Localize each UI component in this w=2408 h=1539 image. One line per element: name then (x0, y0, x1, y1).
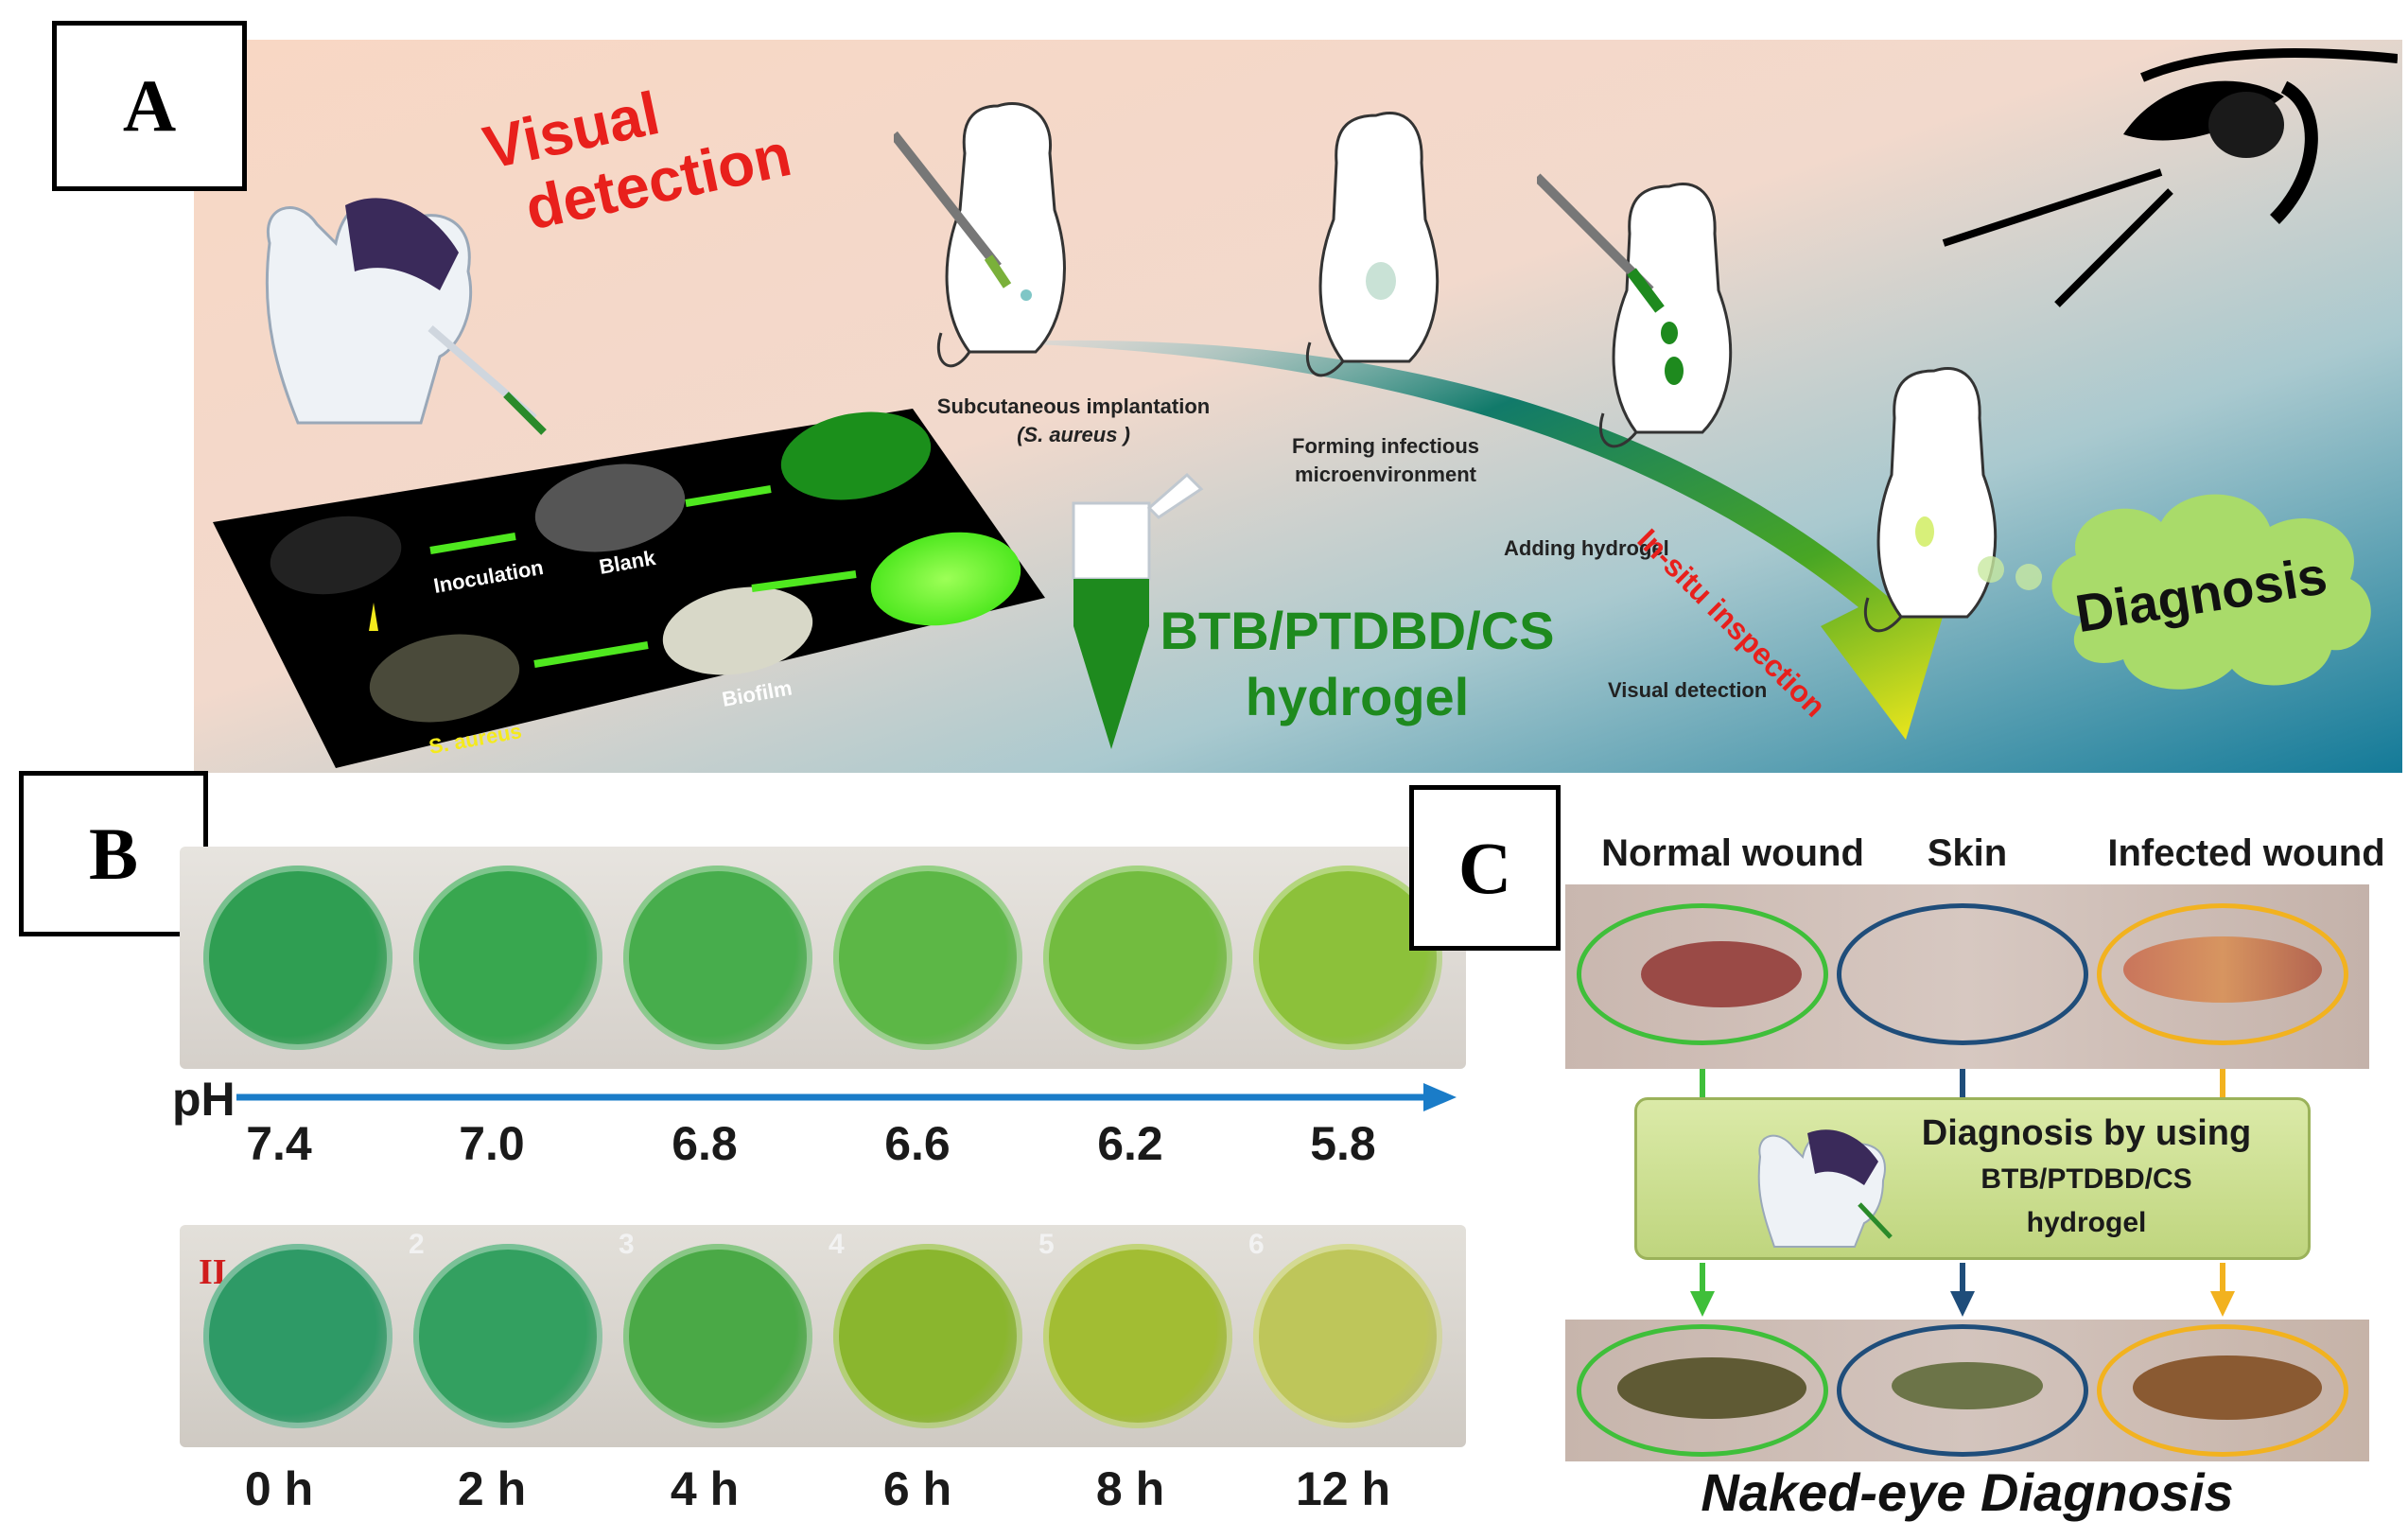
tick-label: 12 h (1295, 1462, 1391, 1515)
step-forming-line-1: Forming infectious (1292, 434, 1479, 458)
step-subcutaneous-label: Subcutaneous implantation (S. aureus ) (913, 394, 1234, 447)
wound-ring (1837, 1324, 2088, 1457)
dark-dish (270, 516, 402, 595)
mouse-infection (1305, 112, 1440, 377)
naked-eye-title: Naked-eye Diagnosis (1701, 1462, 2234, 1522)
skin-photo-bottom (1565, 1320, 2369, 1461)
well (833, 1244, 1022, 1428)
wound-ring (2097, 903, 2348, 1045)
tick-label: 7.4 (246, 1117, 312, 1170)
ph-axis-label: pH (172, 1073, 236, 1126)
well-number: 5 (1038, 1229, 1055, 1260)
well (1043, 866, 1232, 1050)
flow-arrows (1690, 1069, 2235, 1317)
pipette-hand-icon (1757, 1129, 1893, 1248)
ph-axis-arrow (236, 1083, 1457, 1111)
diagnosis-box-line-1: Diagnosis by using (1921, 1113, 2252, 1153)
tick-label: 8 h (1095, 1462, 1165, 1515)
tick-label: 6.8 (672, 1117, 738, 1170)
well (203, 1244, 393, 1428)
well-number: 4 (829, 1229, 845, 1260)
s-aureus-dish (369, 634, 520, 723)
diagnosis-cloud (2051, 494, 2371, 690)
well (1253, 1244, 1442, 1428)
hydrogel-title-line-1: BTB/PTDBD/CS (1160, 601, 1555, 660)
step-s-aureus-text: (S. aureus ) (1017, 423, 1130, 446)
well (833, 866, 1022, 1050)
well (413, 1244, 602, 1428)
step-forming-label: Forming infectious microenvironment (1253, 432, 1518, 489)
tick-label: 4 h (670, 1462, 740, 1515)
tick-label: 6.6 (884, 1117, 951, 1170)
blank-dish (534, 463, 686, 552)
column-header: Skin (1927, 832, 2008, 874)
well (203, 866, 393, 1050)
well-number: 2 (409, 1229, 425, 1260)
well (623, 866, 812, 1050)
hydrogel-title: BTB/PTDBD/CS hydrogel (1140, 598, 1575, 730)
tick-label: 0 h (244, 1462, 314, 1515)
wound-ring (1577, 903, 1828, 1045)
skin-photo-top (1565, 884, 2369, 1069)
mouse-implantation (894, 101, 1066, 368)
panel-c-label: C (1409, 785, 1561, 951)
pipette-hand-illustration (265, 198, 547, 435)
tick-label: 6 h (882, 1462, 952, 1515)
well (623, 1244, 812, 1428)
well-number: 3 (619, 1229, 635, 1260)
hydrogel-title-line-2: hydrogel (1245, 667, 1470, 726)
mouse-adding-hydrogel (1537, 173, 1733, 448)
culture-tray: Inoculation Blank S. aureus Biofilm (213, 409, 1045, 768)
wound-ring (1837, 903, 2088, 1045)
step-adding-label: Adding hydrogel (1504, 536, 1669, 560)
well (413, 866, 602, 1050)
panel-b-label: B (19, 771, 208, 936)
mouse-visual-detection (1863, 367, 2042, 633)
panel-a-label: A (52, 21, 247, 191)
hydrogel-tube (1072, 472, 1204, 749)
diagnosis-box-line-3: hydrogel (2026, 1207, 2147, 1238)
tick-label: 5.8 (1310, 1117, 1376, 1170)
tray-label-biofilm: Biofilm (721, 675, 794, 711)
diagnosis-box-text: Diagnosis by using BTB/PTDBD/CS hydrogel (1878, 1110, 2295, 1244)
green-dish (780, 411, 932, 500)
column-header: Normal wound (1601, 832, 1864, 874)
column-header: Infected wound (2107, 832, 2385, 874)
well-number: 6 (1248, 1229, 1265, 1260)
diagnosis-box-line-2: BTB/PTDBD/CS (1980, 1163, 2192, 1195)
step-visual-label: Visual detection (1608, 678, 1768, 702)
tick-label: 2 h (457, 1462, 527, 1515)
bright-green-dish (870, 532, 1021, 626)
wound-ring (2097, 1324, 2348, 1457)
diagnosis-box: Diagnosis by using BTB/PTDBD/CS hydrogel (1634, 1097, 2311, 1260)
tick-label: 7.0 (459, 1117, 525, 1170)
biofilm-dish (662, 586, 813, 675)
tick-label: 6.2 (1097, 1117, 1163, 1170)
step-subcutaneous-text: Subcutaneous implantation (936, 394, 1211, 418)
ph-plate (180, 847, 1466, 1069)
step-forming-line-2: microenvironment (1295, 463, 1476, 486)
eye-icon (1942, 48, 2398, 307)
panel-a: Visual detection Inoculation Blank S. au… (194, 40, 2402, 773)
well (1043, 1244, 1232, 1428)
wound-ring (1577, 1324, 1828, 1457)
